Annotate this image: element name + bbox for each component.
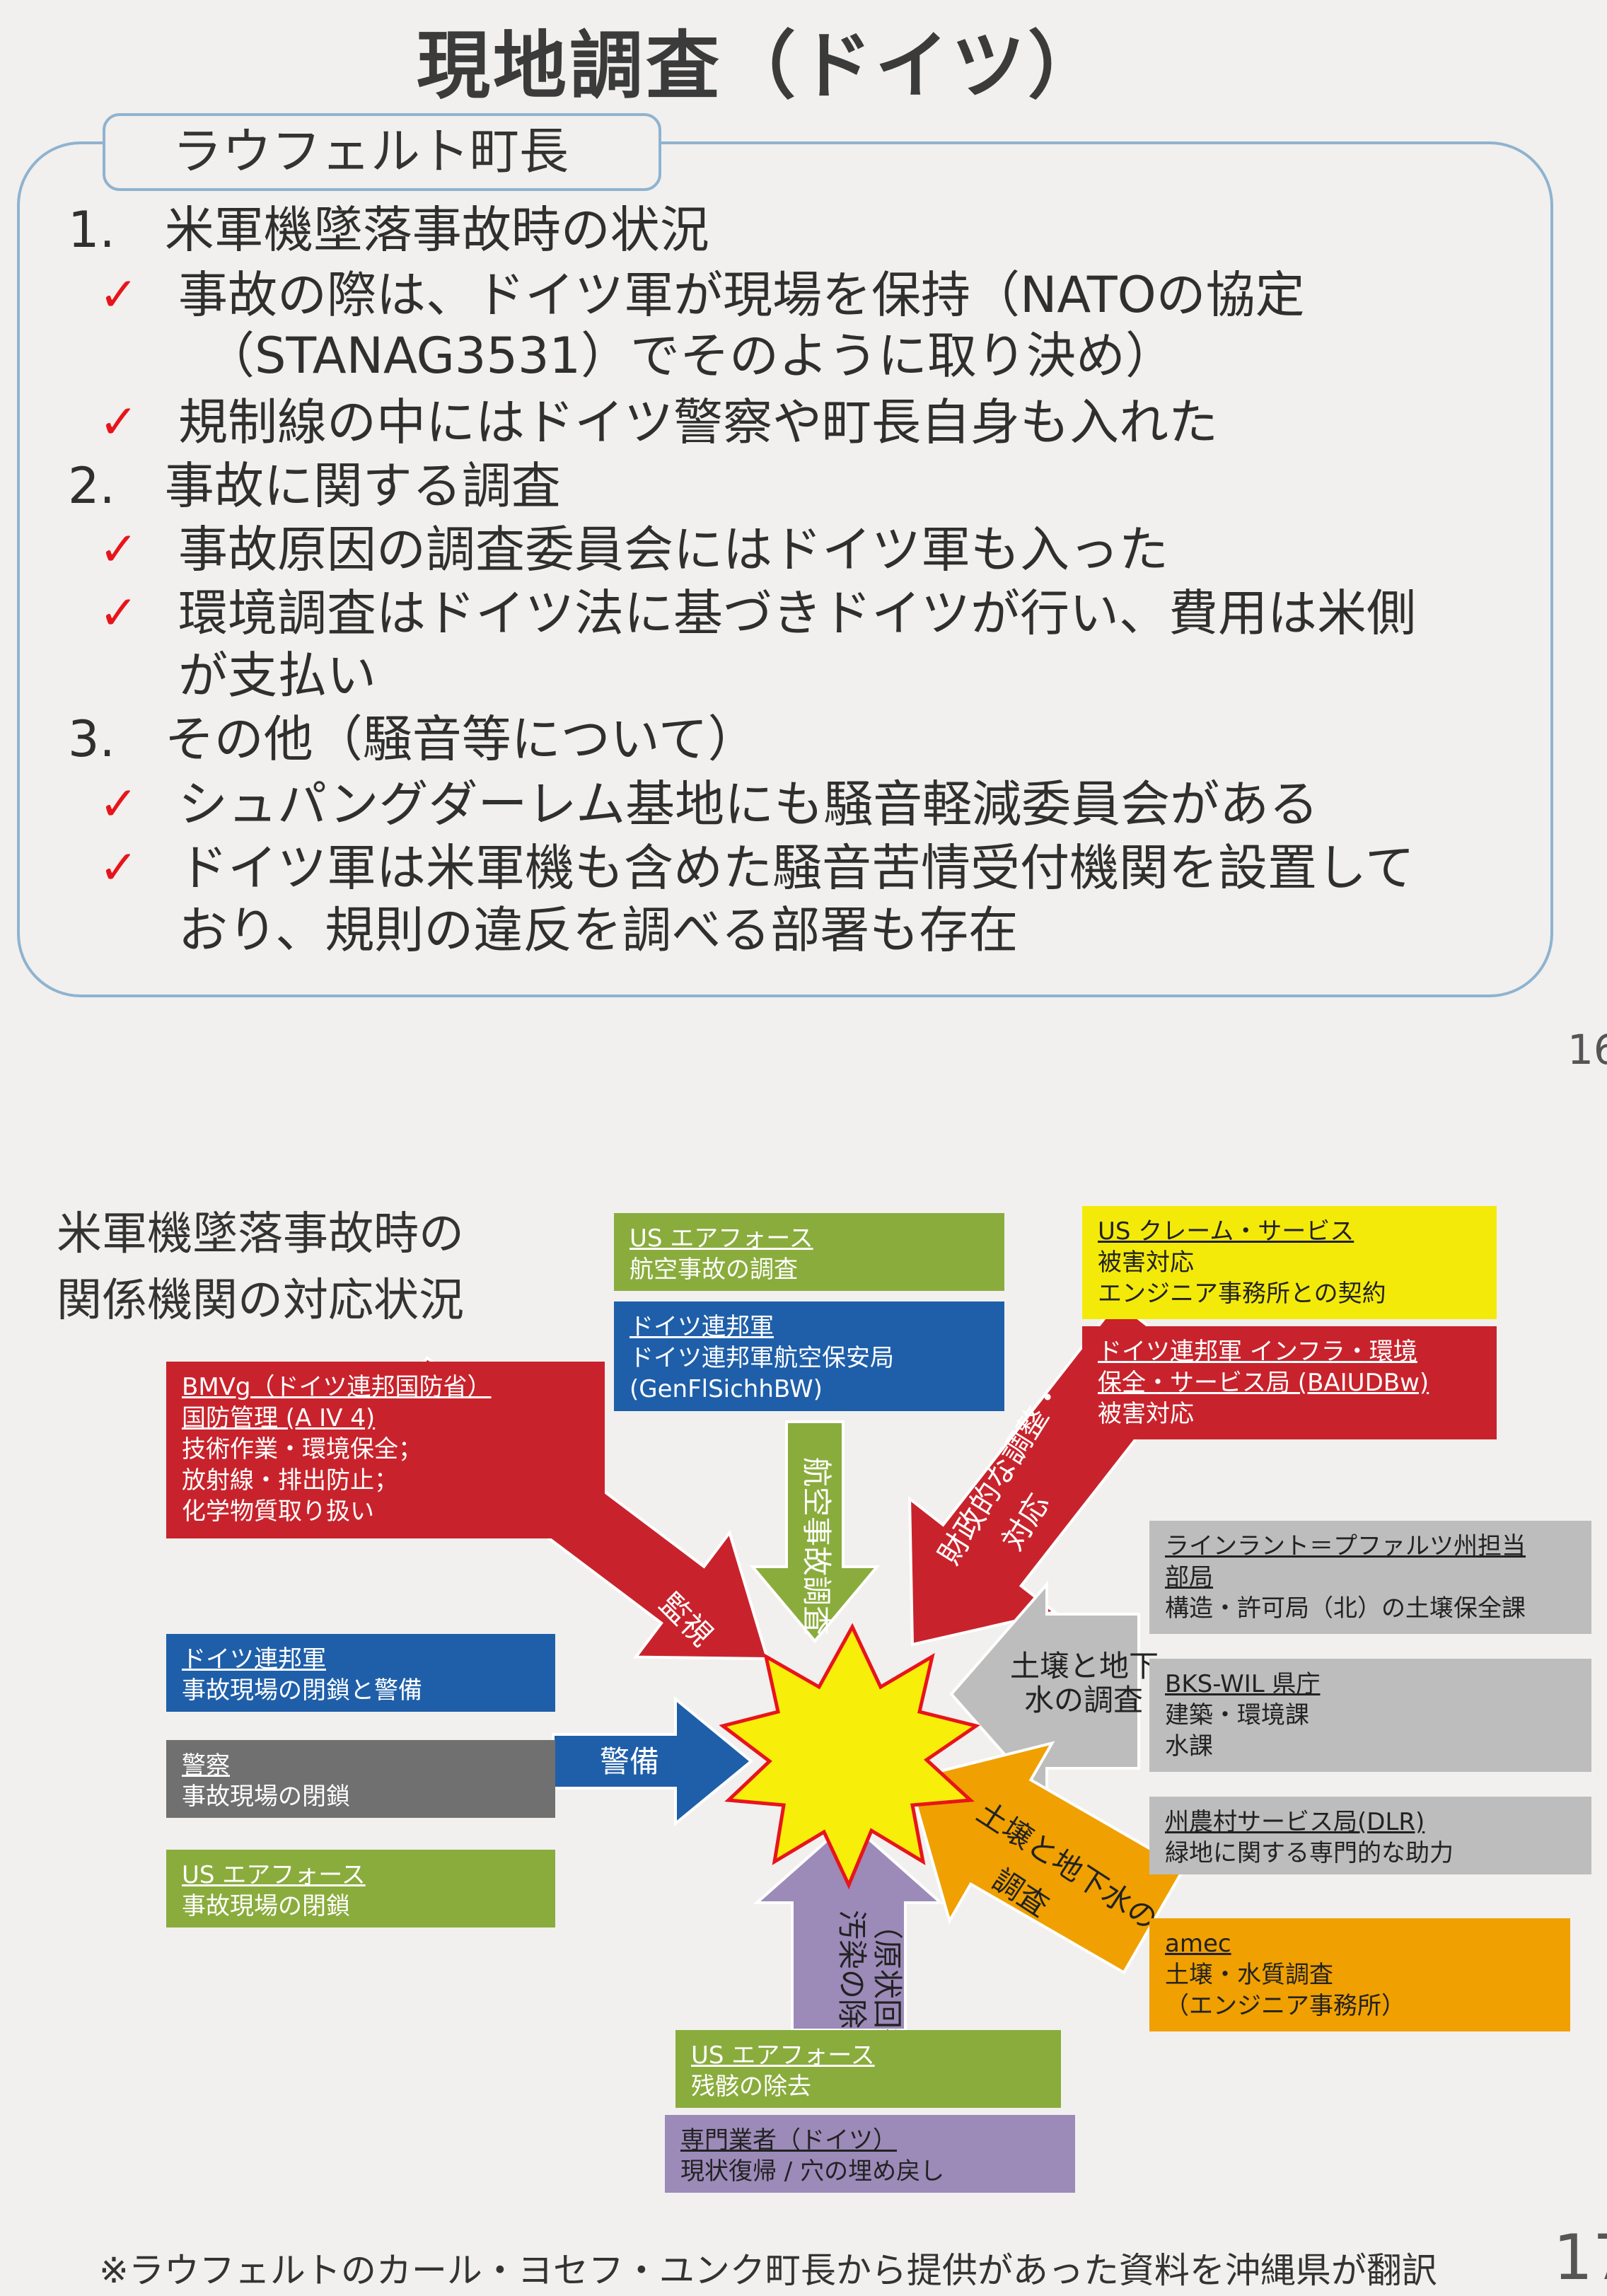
chart-title-line: 米軍機墜落事故時の <box>57 1208 464 1260</box>
check-icon: ✓ <box>99 840 139 895</box>
box-heading: 国防管理 (A IV 4) <box>182 1404 376 1432</box>
page-number: 17 <box>1553 2221 1607 2294</box>
box-heading: ドイツ連邦軍 <box>630 1313 774 1341</box>
list-item: シュパングダーレム基地にも騒音軽減委員会がある <box>178 775 1319 833</box>
box-bks-wil: BKS-WIL 県庁 建築・環境課 水課 <box>1149 1659 1591 1772</box>
box-text: 水課 <box>1165 1732 1213 1761</box>
box-dlr: 州農村サービス局(DLR) 緑地に関する専門的な助力 <box>1149 1797 1591 1874</box>
arrow-label-soil-water: 土壌と地下 <box>1010 1649 1159 1683</box>
interview-box <box>17 141 1553 997</box>
box-heading: 州農村サービス局(DLR) <box>1165 1808 1425 1836</box>
list-item-continuation: が支払い <box>178 647 376 705</box>
list-item: 事故の際は、ドイツ軍が現場を保持（NATOの協定 <box>178 266 1305 324</box>
list-item: 環境調査はドイツ法に基づきドイツが行い、費用は米側 <box>178 584 1416 642</box>
box-police: 警察 事故現場の閉鎖 <box>166 1740 555 1818</box>
box-heading: 部局 <box>1165 1563 1213 1591</box>
box-text: 現状復帰 / 穴の埋め戻し <box>680 2157 945 2186</box>
box-german-forces-closure: ドイツ連邦軍 事故現場の閉鎖と警備 <box>166 1634 555 1712</box>
check-icon: ✓ <box>99 522 139 576</box>
box-bmvg: BMVg（ドイツ連邦国防省） 国防管理 (A IV 4) 技術作業・環境保全； … <box>166 1362 605 1538</box>
box-text: (GenFlSichhBW) <box>630 1375 823 1403</box>
check-icon: ✓ <box>99 267 139 322</box>
arrow-soil-water-gray <box>949 1580 1140 1807</box>
box-text: 土壌・水質調査 <box>1165 1961 1333 1989</box>
box-rhineland-palatinate: ラインラント＝プファルツ州担当 部局 構造・許可局（北）の土壌保全課 <box>1149 1521 1591 1634</box>
box-text: 被害対応 <box>1098 1400 1194 1428</box>
box-german-forces-air-safety: ドイツ連邦軍 ドイツ連邦軍航空保安局 (GenFlSichhBW) <box>614 1301 1004 1411</box>
box-heading: amec <box>1165 1930 1231 1958</box>
arrow-label-security: 警備 <box>600 1744 659 1779</box>
box-heading: 専門業者（ドイツ） <box>680 2126 897 2155</box>
box-heading: ドイツ連邦軍 インフラ・環境 <box>1098 1338 1417 1366</box>
box-text: 被害対応 <box>1098 1248 1194 1277</box>
arrow-decontamination <box>753 1819 945 2031</box>
box-text: 建築・環境課 <box>1165 1701 1309 1729</box>
box-us-claims-service: US クレーム・サービス 被害対応 エンジニア事務所との契約 <box>1082 1206 1497 1319</box>
section-heading-2: 2. 事故に関する調査 <box>68 457 561 515</box>
section-heading-3: 3. その他（騒音等について） <box>68 710 758 768</box>
box-amec: amec 土壌・水質調査 （エンジニア事務所） <box>1149 1918 1570 2031</box>
box-us-airforce-debris: US エアフォース 残骸の除去 <box>675 2030 1061 2108</box>
box-heading: 保全・サービス局 (BAIUDBw) <box>1098 1369 1429 1397</box>
page-title: 現地調査（ドイツ） <box>416 23 1104 109</box>
box-text: 残骸の除去 <box>691 2072 811 2101</box>
box-heading: BMVg（ドイツ連邦国防省） <box>182 1373 492 1401</box>
arrow-label-air-investigation: 航空事故調査 <box>799 1457 834 1635</box>
footnote: ※ラウフェルトのカール・ヨセフ・ユンク町長から提供があった資料を沖縄県が翻訳 <box>99 2250 1437 2291</box>
chart-title-line: 関係機関の対応状況 <box>57 1275 464 1327</box>
chart-title: 米軍機墜落事故時の 関係機関の対応状況 <box>57 1201 464 1334</box>
check-icon: ✓ <box>99 777 139 831</box>
box-text: エンジニア事務所との契約 <box>1098 1280 1386 1308</box>
box-text: 緑地に関する専門的な助力 <box>1165 1839 1454 1867</box>
box-label: ラウフェルト町長 <box>103 113 661 191</box>
list-item-continuation: （STANAG3531）でそのように取り決め） <box>205 327 1176 385</box>
box-heading: ラインラント＝プファルツ州担当 <box>1165 1532 1526 1560</box>
box-heading: US エアフォース <box>630 1224 813 1253</box>
box-text: ドイツ連邦軍航空保安局 <box>630 1344 894 1372</box>
side-page-number: 16 <box>1567 1026 1607 1074</box>
list-item: 規制線の中にはドイツ警察や町長自身も入れた <box>178 393 1218 451</box>
box-text: 構造・許可局（北）の土壌保全課 <box>1165 1594 1526 1623</box>
box-text: 事故現場の閉鎖 <box>182 1892 350 1920</box>
box-heading: ドイツ連邦軍 <box>182 1645 326 1674</box>
box-text: 放射線・排出防止； <box>182 1466 398 1495</box>
box-text: 化学物質取り扱い <box>182 1497 374 1526</box>
check-icon: ✓ <box>99 395 139 449</box>
arrow-air-investigation <box>749 1420 881 1644</box>
box-heading: US エアフォース <box>182 1861 366 1889</box>
section-heading-1: 1. 米軍機墜落事故時の状況 <box>68 201 709 259</box>
box-text: 技術作業・環境保全； <box>182 1435 422 1463</box>
box-us-airforce-closure: US エアフォース 事故現場の閉鎖 <box>166 1850 555 1927</box>
list-item-continuation: おり、規則の違反を調べる部署も存在 <box>178 901 1019 959</box>
check-icon: ✓ <box>99 586 139 640</box>
list-item: 事故原因の調査委員会にはドイツ軍も入った <box>178 521 1168 579</box>
box-text: 事故現場の閉鎖と警備 <box>182 1676 422 1705</box>
box-baiudbw: ドイツ連邦軍 インフラ・環境 保全・サービス局 (BAIUDBw) 被害対応 <box>1082 1326 1497 1439</box>
arrow-security <box>552 1695 754 1827</box>
box-text: 事故現場の閉鎖 <box>182 1782 350 1811</box>
box-us-airforce-investigation: US エアフォース 航空事故の調査 <box>614 1213 1004 1291</box>
box-heading: 警察 <box>182 1751 230 1780</box>
box-contractor: 専門業者（ドイツ） 現状復帰 / 穴の埋め戻し <box>665 2115 1075 2193</box>
box-text: （エンジニア事務所） <box>1165 1992 1405 2020</box>
box-heading: US クレーム・サービス <box>1098 1217 1354 1246</box>
list-item: ドイツ軍は米軍機も含めた騒音苦情受付機関を設置して <box>178 839 1415 897</box>
explosion-icon <box>719 1623 980 1890</box>
box-text: 航空事故の調査 <box>630 1256 798 1284</box>
arrow-label-soil-water: 水の調査 <box>1024 1683 1143 1717</box>
box-heading: US エアフォース <box>691 2041 875 2070</box>
box-heading: BKS-WIL 県庁 <box>1165 1670 1321 1698</box>
